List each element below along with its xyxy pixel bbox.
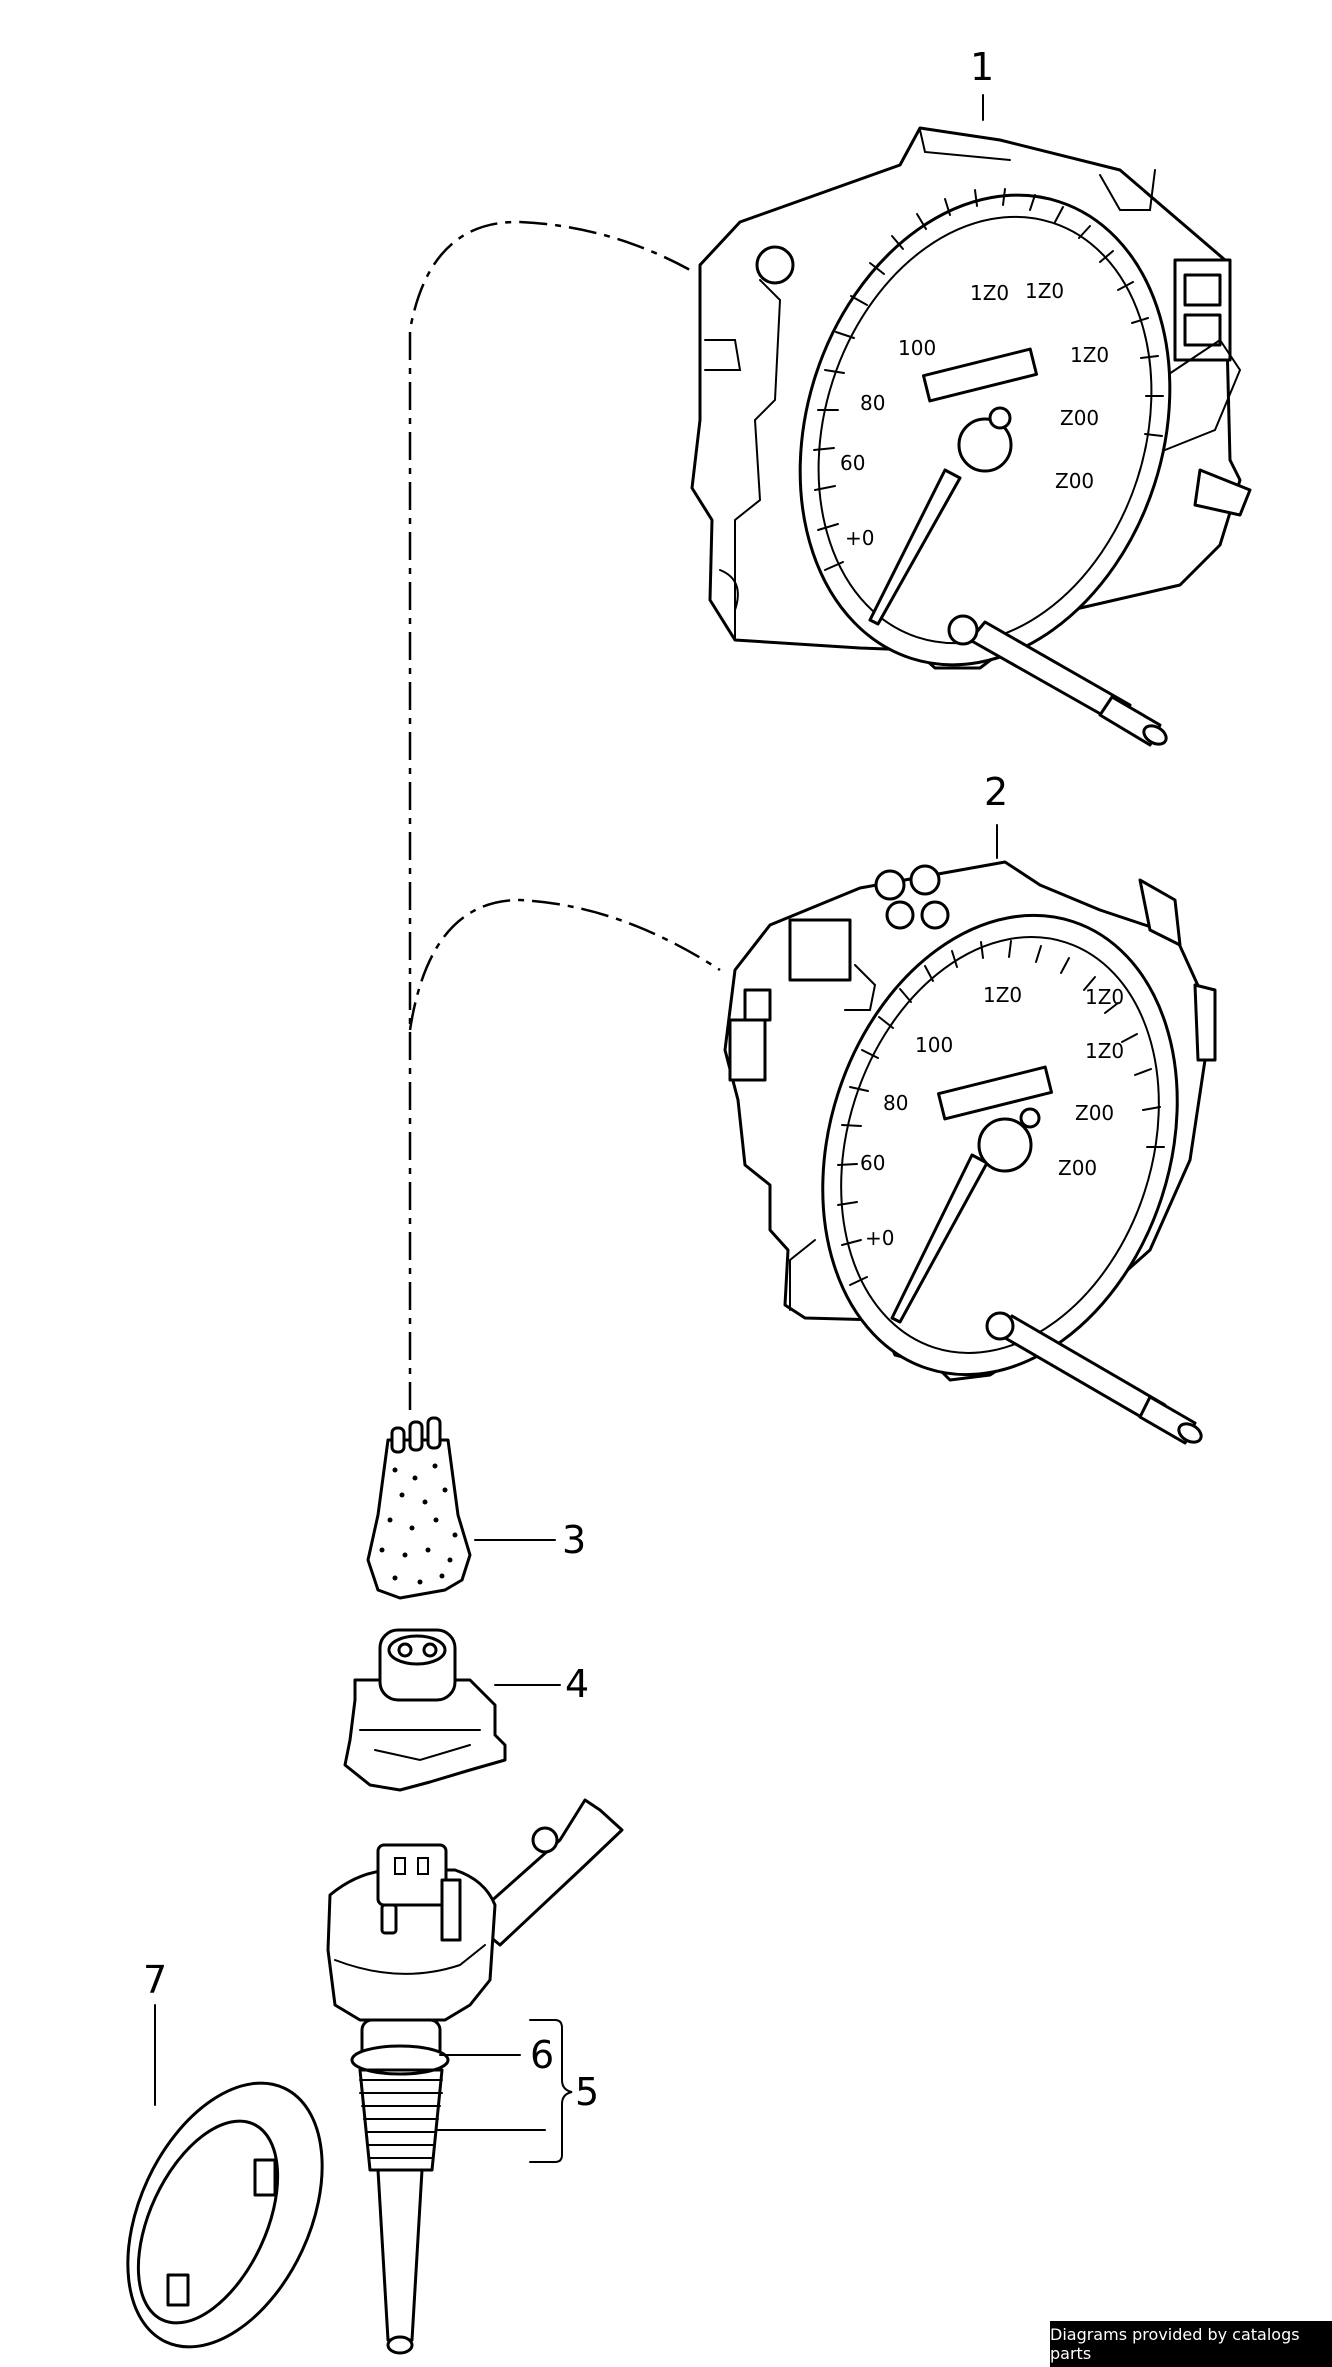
svg-text:100: 100 bbox=[898, 336, 936, 360]
svg-text:Z00: Z00 bbox=[1055, 469, 1094, 493]
svg-text:60: 60 bbox=[840, 451, 865, 475]
svg-text:80: 80 bbox=[860, 391, 885, 415]
svg-text:1Z0: 1Z0 bbox=[970, 281, 1009, 305]
dial-labels-2: +0 60 80 100 1Z0 1Z0 1Z0 Z00 Z00 bbox=[860, 983, 1124, 1250]
svg-text:1Z0: 1Z0 bbox=[983, 983, 1022, 1007]
callout-7: 7 bbox=[143, 1958, 167, 2002]
svg-text:+0: +0 bbox=[845, 526, 874, 550]
svg-text:1Z0: 1Z0 bbox=[1070, 343, 1109, 367]
cable-plug-3: 3 bbox=[366, 1416, 586, 1600]
svg-text:Z00: Z00 bbox=[1060, 406, 1099, 430]
svg-text:Z00: Z00 bbox=[1058, 1156, 1097, 1180]
svg-text:60: 60 bbox=[860, 1151, 885, 1175]
ring-7: 7 bbox=[126, 1958, 324, 2349]
svg-text:100: 100 bbox=[915, 1033, 953, 1057]
dial-labels-1: +0 60 80 100 1Z0 1Z0 1Z0 Z00 Z00 bbox=[840, 279, 1109, 550]
svg-text:1Z0: 1Z0 bbox=[1085, 1039, 1124, 1063]
svg-text:Z00: Z00 bbox=[1075, 1101, 1114, 1125]
instrument-cluster-1: +0 60 80 100 1Z0 1Z0 1Z0 Z00 Z00 1 bbox=[690, 45, 1252, 747]
svg-text:+0: +0 bbox=[865, 1226, 894, 1250]
callout-3: 3 bbox=[562, 1518, 586, 1562]
svg-text:80: 80 bbox=[883, 1091, 908, 1115]
callout-5: 5 bbox=[575, 2070, 599, 2114]
callout-1: 1 bbox=[970, 45, 994, 89]
svg-text:1Z0: 1Z0 bbox=[1085, 985, 1124, 1009]
callout-2: 2 bbox=[984, 770, 1008, 814]
connector-4: 4 bbox=[343, 1628, 589, 1792]
callout-6: 6 bbox=[530, 2033, 554, 2077]
speed-sender-5: 6 5 bbox=[326, 1798, 624, 2355]
callout-4: 4 bbox=[565, 1662, 589, 1706]
instrument-cluster-2: +0 60 80 100 1Z0 1Z0 1Z0 Z00 Z00 2 bbox=[723, 770, 1217, 1445]
svg-text:1Z0: 1Z0 bbox=[1025, 279, 1064, 303]
credit-banner: Diagrams provided by catalogs parts bbox=[1050, 2321, 1332, 2367]
speedometer-cable bbox=[408, 220, 721, 1410]
